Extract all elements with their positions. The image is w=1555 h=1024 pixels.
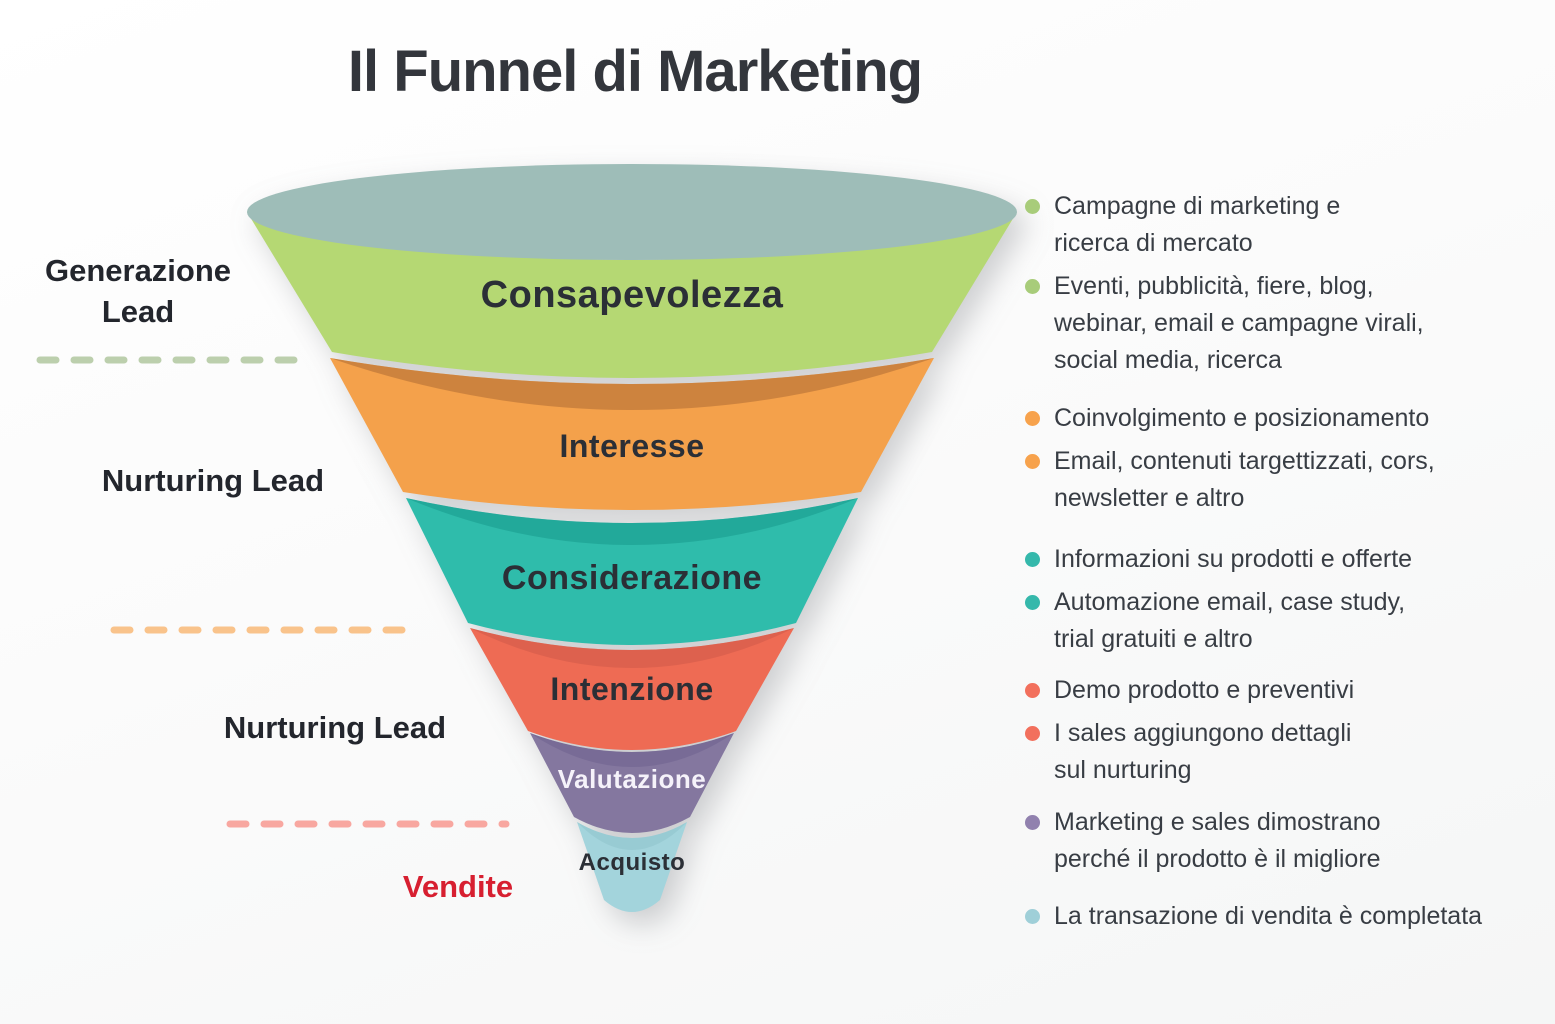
list-item: Campagne di marketing e ricerca di merca… (1025, 188, 1555, 262)
funnel-lip-intenzione (470, 628, 794, 668)
stage-label-line: Lead (101, 294, 175, 329)
text-line: perché il prodotto è il migliore (1054, 845, 1381, 873)
orange-bullet-icon (1025, 454, 1040, 469)
green-bullet-icon (1025, 279, 1040, 294)
funnel-lip-acquisto (577, 822, 687, 850)
text-line: social media, ricerca (1054, 346, 1282, 374)
list-item-text: Email, contenuti targettizzati, cors, ne… (1054, 443, 1435, 517)
list-item-text: Marketing e sales dimostrano perché il p… (1054, 804, 1381, 878)
bullet-group-considerazione: Informazioni su prodotti e offerte Autom… (1025, 541, 1555, 664)
bullet-group-interesse: Coinvolgimento e posizionamento Email, c… (1025, 400, 1555, 523)
text-line: Marketing e sales dimostrano (1054, 808, 1381, 836)
page-title: Il Funnel di Marketing (347, 39, 923, 104)
funnel-lip-valutazione (530, 733, 734, 767)
funnel-lip-considerazione (406, 498, 858, 545)
list-item: Eventi, pubblicità, fiere, blog, webinar… (1025, 268, 1555, 379)
bullet-group-intenzione: Demo prodotto e preventivi I sales aggiu… (1025, 672, 1555, 795)
red-bullet-icon (1025, 726, 1040, 741)
text-line: Campagne di marketing e (1054, 192, 1341, 220)
layer-label-intenzione: Intenzione (550, 671, 713, 707)
funnel-mouth-ellipse (247, 164, 1017, 260)
list-item: I sales aggiungono dettagli sul nurturin… (1025, 715, 1555, 789)
layer-label-consapevolezza: Consapevolezza (481, 274, 784, 316)
text-line: sul nurturing (1054, 756, 1192, 784)
text-line: Automazione email, case study, (1054, 588, 1406, 616)
list-item-text: Automazione email, case study, trial gra… (1054, 584, 1405, 658)
text-line: ricerca di mercato (1054, 229, 1253, 257)
list-item: La transazione di vendita è completata (1025, 898, 1555, 935)
stage-label-vendite: Vendite (402, 869, 514, 904)
list-item: Email, contenuti targettizzati, cors, ne… (1025, 443, 1555, 517)
text-line: Email, contenuti targettizzati, cors, (1054, 447, 1435, 475)
funnel-lip-interesse (330, 358, 934, 410)
lightblue-bullet-icon (1025, 909, 1040, 924)
stage-label-generazione-lead: Generazione Lead (20, 250, 256, 332)
text-line: I sales aggiungono dettagli (1054, 719, 1352, 747)
purple-bullet-icon (1025, 815, 1040, 830)
list-item-text: I sales aggiungono dettagli sul nurturin… (1054, 715, 1351, 789)
layer-label-considerazione: Considerazione (502, 559, 762, 597)
stage-label-nurturing-lead-2: Nurturing Lead (223, 710, 447, 745)
list-item: Marketing e sales dimostrano perché il p… (1025, 804, 1555, 878)
stage-label-nurturing-lead-1: Nurturing Lead (101, 463, 325, 498)
teal-bullet-icon (1025, 595, 1040, 610)
text-line: newsletter e altro (1054, 484, 1245, 512)
text-line: Demo prodotto e preventivi (1054, 676, 1355, 704)
text-line: Informazioni su prodotti e offerte (1054, 545, 1413, 573)
list-item-text: La transazione di vendita è completata (1054, 898, 1482, 935)
stage-label-line: Generazione (44, 253, 232, 288)
funnel-layer-intenzione (470, 628, 794, 750)
funnel-layers (247, 164, 1017, 912)
text-line: webinar, email e campagne virali, (1054, 309, 1424, 337)
list-item: Automazione email, case study, trial gra… (1025, 584, 1555, 658)
list-item: Demo prodotto e preventivi (1025, 672, 1555, 709)
layer-label-interesse: Interesse (559, 428, 704, 464)
red-bullet-icon (1025, 683, 1040, 698)
layer-label-valutazione: Valutazione (558, 764, 707, 794)
text-line: Eventi, pubblicità, fiere, blog, (1054, 272, 1374, 300)
text-line: La transazione di vendita è completata (1054, 902, 1483, 930)
list-item-text: Campagne di marketing e ricerca di merca… (1054, 188, 1340, 262)
orange-bullet-icon (1025, 411, 1040, 426)
list-item-text: Demo prodotto e preventivi (1054, 672, 1354, 709)
funnel-layer-considerazione (406, 498, 858, 645)
text-line: Coinvolgimento e posizionamento (1054, 404, 1430, 432)
bullet-group-valutazione: Marketing e sales dimostrano perché il p… (1025, 804, 1555, 884)
list-item-text: Eventi, pubblicità, fiere, blog, webinar… (1054, 268, 1424, 379)
green-bullet-icon (1025, 199, 1040, 214)
list-item: Informazioni su prodotti e offerte (1025, 541, 1555, 578)
funnel-layer-acquisto (577, 822, 687, 912)
text-line: trial gratuiti e altro (1054, 625, 1253, 653)
layer-label-acquisto: Acquisto (579, 849, 686, 876)
teal-bullet-icon (1025, 552, 1040, 567)
bullet-group-acquisto: La transazione di vendita è completata (1025, 898, 1555, 941)
bullet-group-consapevolezza: Campagne di marketing e ricerca di merca… (1025, 188, 1555, 385)
list-item: Coinvolgimento e posizionamento (1025, 400, 1555, 437)
list-item-text: Informazioni su prodotti e offerte (1054, 541, 1412, 578)
list-item-text: Coinvolgimento e posizionamento (1054, 400, 1429, 437)
